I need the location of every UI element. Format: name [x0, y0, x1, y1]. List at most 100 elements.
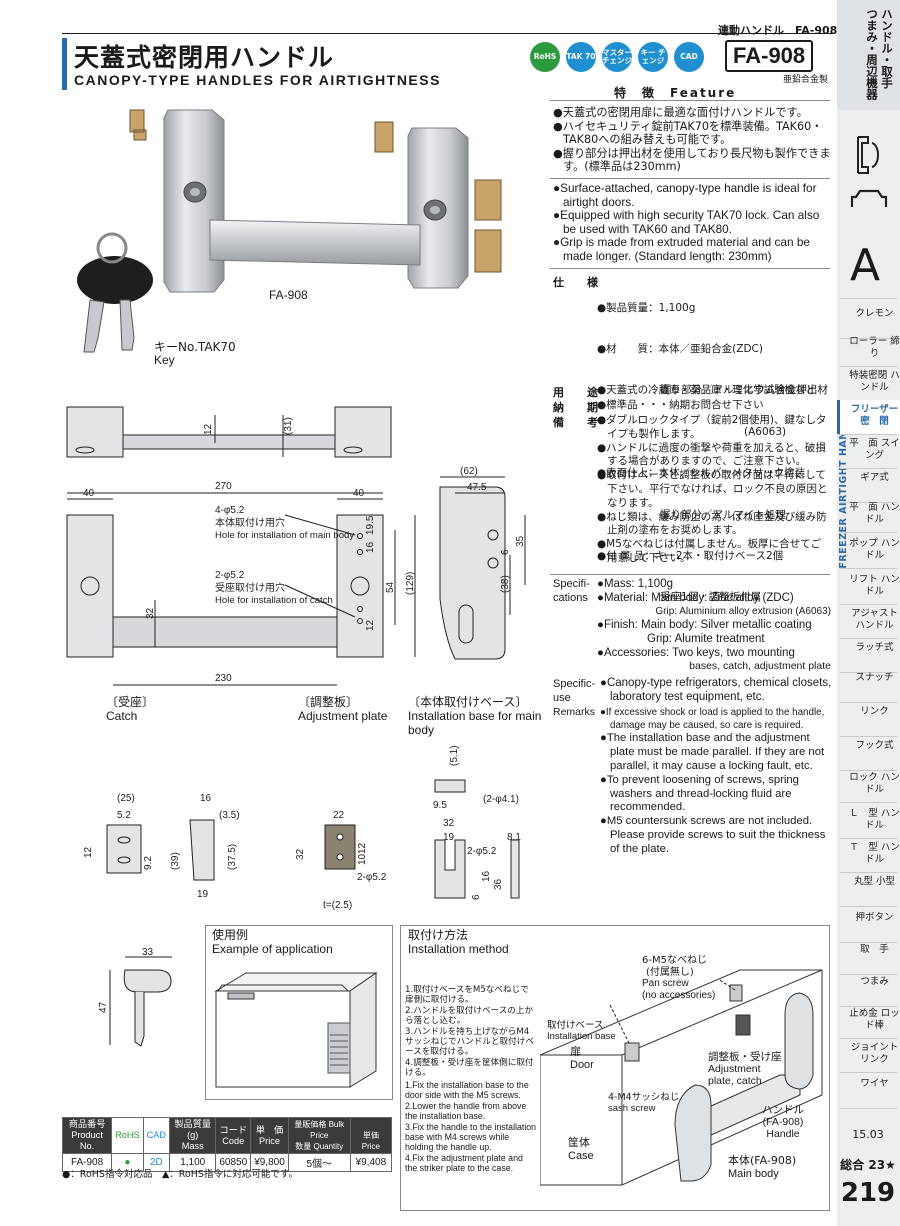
key-dim-33: 33: [142, 947, 154, 958]
dim-40-left: 40: [83, 488, 95, 499]
remarks-en: ●If excessive shock or load is applied t…: [600, 707, 826, 855]
hole2-size: 2-φ5.2: [215, 570, 245, 581]
col-rohs: RoHS: [111, 1117, 144, 1154]
dim-38: (38): [500, 575, 511, 593]
installation-method-panel: [400, 925, 830, 1211]
feature-jp-1: ●天蓋式の密閉用扉に最適な面付けハンドルです。: [553, 106, 808, 119]
application-title: 使用例 Example of application: [212, 928, 333, 956]
spec-label-en: Specifi- cations: [553, 578, 590, 604]
side-tab-21[interactable]: 止め金 ロッド棒: [849, 1008, 900, 1032]
side-tab-12[interactable]: リンク: [860, 706, 889, 717]
callout-adjustment-plate: 調整板・受け座 Adjustment plate, catch: [708, 1051, 782, 1087]
hole1-label-jp: 本体取付け用穴: [215, 516, 285, 529]
callout-door: 扉 Door: [570, 1045, 594, 1071]
key-change-badge-icon: キー チェンジ: [638, 42, 668, 72]
hole2-label-jp: 受座取付け用穴: [215, 581, 285, 594]
catch-dim-19: 19: [197, 889, 209, 900]
side-tab-6[interactable]: 平 面 ハンドル: [849, 502, 900, 526]
notes-label-jp: 備 考: [553, 416, 604, 429]
spec-list-jp: ●製品質量：1,100g ●材 質：本体／亜鉛合金(ZDC) 握り部分／アルミニ…: [597, 301, 828, 604]
base-hole-5-2: 2-φ5.2: [467, 846, 497, 857]
rohs-legend: ●：RoHS指令対応品 ▲：RoHS指令に対応可能です。: [62, 1169, 298, 1180]
base-dim-5-1: (5.1): [449, 745, 460, 766]
side-tab-15[interactable]: Ｌ 型 ハンドル: [849, 808, 900, 832]
rohs-badge-icon: RoHS: [530, 42, 560, 72]
edition-date: 15.03: [852, 1128, 884, 1141]
side-category-title: ハンドル・取手 つまみ・周辺機器: [865, 8, 894, 100]
side-tab-0[interactable]: クレモン: [855, 308, 894, 319]
adj-dim-22: 22: [333, 810, 345, 821]
dim-62: (62): [460, 466, 478, 477]
installation-base-label: 〔本体取付けベース〕 Installation base for main bo…: [408, 695, 542, 737]
base-dim-19: 19: [443, 832, 455, 843]
table-row: FA-908 ● 2D 1,100 60850 ¥9,800 5個〜 ¥9,40…: [61, 1153, 393, 1172]
key-drawing: 33 47: [98, 947, 172, 1047]
product-photo-label: FA-908: [269, 288, 308, 302]
side-tab-11[interactable]: スナッチ: [855, 672, 894, 683]
catch-label: 〔受座〕 Catch: [106, 695, 155, 723]
catch-dim-39: (39): [170, 852, 181, 870]
spec-list-en: ●Mass: 1,100g ●Material: Main body: Zinc…: [597, 578, 831, 673]
section-letter: A: [850, 240, 881, 291]
base-dim-6: 6: [471, 894, 482, 900]
side-tab-8[interactable]: リフト ハンドル: [849, 574, 900, 598]
dim-12: 12: [203, 423, 214, 435]
side-tab-14[interactable]: ロック ハンドル: [849, 772, 900, 796]
material-note: 亜鉛合金製: [783, 75, 829, 85]
adj-dim-10: 10: [357, 853, 368, 865]
side-tab-20[interactable]: つまみ: [860, 976, 889, 987]
dim-32: 32: [145, 607, 156, 619]
feature-jp-2: ●ハイセキュリティ錠前TAK70を標準装備。TAK60・TAK80への組み替えも…: [553, 119, 823, 147]
side-tab-13[interactable]: フック式: [855, 740, 894, 751]
catch-dim-3-5: (3.5): [219, 810, 240, 821]
installation-steps-en: 1.Fix the installation base to the door …: [405, 1080, 537, 1174]
spec-label-jp: 仕 様: [553, 276, 604, 289]
product-photo: [77, 109, 502, 353]
base-dim-9-5: 9.5: [433, 800, 447, 811]
catch-dim-12: 12: [83, 846, 94, 858]
feature-en-1: ●Surface-attached, canopy-type handle is…: [553, 181, 817, 209]
side-tab-10[interactable]: ラッチ式: [855, 642, 894, 653]
callout-installation-base: 取付けベース Installation base: [547, 1020, 616, 1042]
use-jp: ●天蓋式の冷蔵庫・薬品庫・理化学試験機など: [597, 384, 817, 396]
dim-129: (129): [405, 572, 416, 595]
side-tab-23[interactable]: ワイヤ: [860, 1078, 889, 1089]
side-tab-19[interactable]: 取 手: [860, 944, 889, 955]
adj-dim-32: 32: [295, 848, 306, 860]
category-path: 連動ハンドル FA-908: [718, 24, 838, 37]
handle-category-icon: [850, 136, 888, 207]
feature-heading: 特 徴 Feature: [614, 86, 737, 100]
side-tab-16[interactable]: Ｔ 型 ハンドル: [849, 842, 900, 866]
model-number: FA-908: [725, 40, 814, 72]
key-label-jp: キーNo.TAK70: [154, 340, 236, 354]
side-tab-18[interactable]: 押ボタン: [855, 912, 894, 923]
side-tab-1[interactable]: ローラー 締り: [849, 336, 900, 360]
dim-16: 16: [365, 541, 376, 553]
catch-dim-37-5: (37.5): [227, 844, 238, 870]
side-tab-3[interactable]: フリーザー 密 閉: [850, 404, 899, 428]
base-dim-32: 32: [443, 818, 455, 829]
side-tab-7[interactable]: ポップ ハンドル: [849, 538, 900, 562]
side-tab-2[interactable]: 特装密閉 ハンドル: [849, 370, 900, 394]
side-tab-5[interactable]: ギア式: [860, 472, 889, 483]
side-tab-22[interactable]: ジョイント リンク: [850, 1042, 899, 1066]
installation-steps-jp: 1.取付けベースをM5なべねじで扉側に取付ける。 2.ハンドルを取付けベースの上…: [405, 985, 534, 1079]
side-tab-17[interactable]: 丸型 小型: [853, 876, 896, 887]
adj-thickness: t=(2.5): [323, 900, 352, 911]
adj-hole: 2-φ5.2: [357, 872, 387, 883]
dim-270: 270: [215, 481, 232, 492]
cad-badge-icon: CAD: [674, 42, 704, 72]
callout-pan-screw: 6-M5なべねじ (付属無し) Pan screw (no accessorie…: [642, 955, 716, 1001]
total-page-ref: 総合 23★: [840, 1158, 896, 1172]
application-example-panel: [205, 925, 393, 1100]
side-tab-9[interactable]: アジャスト ハンドル: [851, 608, 898, 632]
use-en: ●Canopy-type refrigerators, chemical clo…: [600, 677, 832, 703]
dim-6: 6: [500, 549, 511, 555]
dim-40-right: 40: [353, 488, 365, 499]
side-tab-4[interactable]: 平 面 スイング: [849, 438, 900, 462]
callout-main-body: 本体(FA-908) Main body: [728, 1154, 797, 1180]
dim-54: 54: [385, 581, 396, 593]
base-dim-16: 16: [481, 870, 492, 882]
dim-47-5: 47.5: [467, 482, 487, 493]
